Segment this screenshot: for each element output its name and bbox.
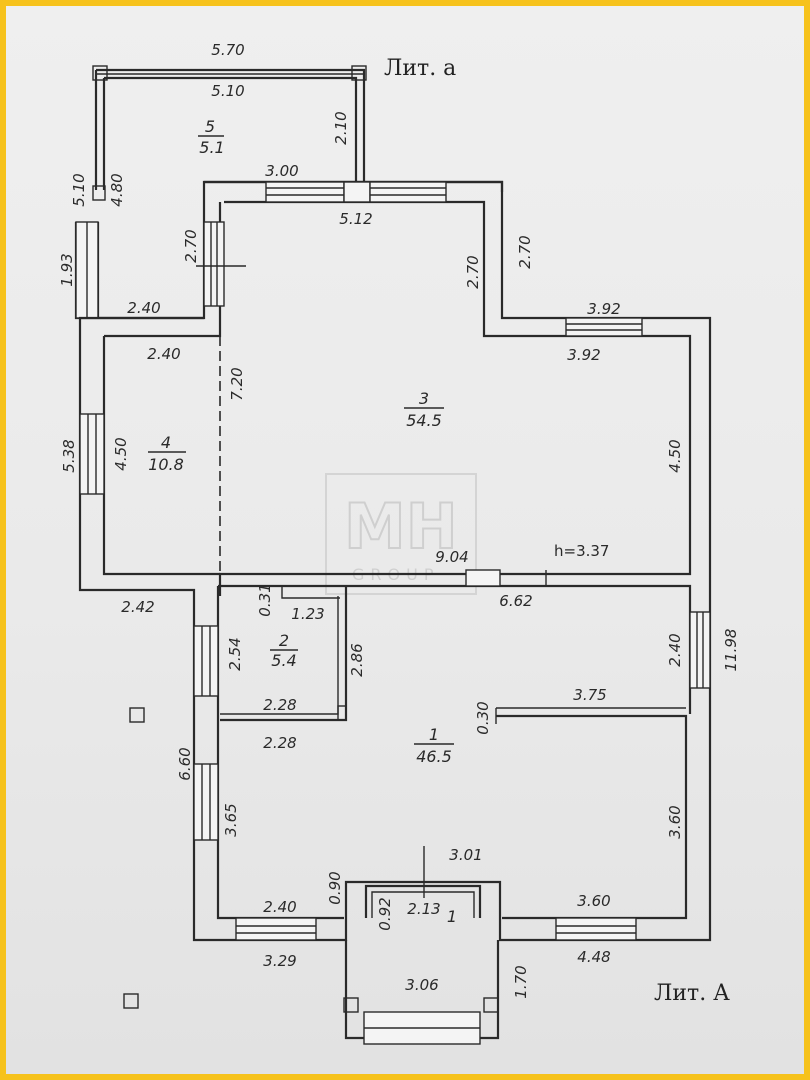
room-number: 1 (429, 725, 439, 744)
room-number: 5 (205, 117, 215, 136)
windows (79, 181, 711, 941)
room-label-4: 4 10.8 (148, 433, 186, 474)
dim: 0.31 (256, 583, 274, 616)
dim: 5.70 (211, 41, 244, 59)
dim: 4.50 (666, 439, 684, 472)
dim: 1.23 (291, 605, 324, 623)
room-label-2: 2 5.4 (270, 631, 298, 670)
dim: 0.30 (474, 701, 492, 734)
dim: 1.93 (58, 253, 76, 286)
site-marker (123, 993, 139, 1009)
dim: 3.29 (263, 952, 296, 970)
room-number: 3 (419, 389, 429, 408)
dim: 2.40 (263, 898, 296, 916)
porch (343, 846, 500, 1045)
dim: 2.13 (407, 900, 440, 918)
dim: 2.70 (516, 235, 534, 268)
dim: 2.86 (348, 643, 366, 676)
site-marker (129, 707, 145, 723)
dim: 3.60 (577, 892, 610, 910)
dim: 9.04 (435, 548, 468, 566)
dim: 2.70 (182, 229, 200, 262)
dim: 2.54 (226, 637, 244, 670)
dim: 3.65 (222, 803, 240, 836)
room-label-5: 5 5.1 (198, 117, 225, 157)
floor-plan-sheet: MH GROUP (6, 6, 804, 1074)
porch-number: 1 (447, 907, 457, 926)
dim: 5.10 (211, 82, 244, 100)
room-area: 5.4 (271, 651, 296, 670)
dim: 3.75 (573, 686, 606, 704)
dim: 1.70 (512, 965, 530, 998)
dim: 2.28 (263, 696, 296, 714)
dim: 3.92 (587, 300, 620, 318)
dim: 3.60 (666, 805, 684, 838)
room-label-3: 3 54.5 (404, 389, 444, 430)
dim: 2.10 (332, 111, 350, 144)
dim: 2.40 (147, 345, 180, 363)
dim: 3.06 (405, 976, 438, 994)
lit-big-label: Лит. А (654, 981, 730, 1006)
ceiling-height: h=3.37 (554, 542, 609, 560)
room-label-1: 1 46.5 (414, 725, 454, 766)
dim: 0.92 (376, 897, 394, 930)
dim: 11.98 (722, 629, 740, 672)
dim: 2.42 (121, 598, 154, 616)
dim: 2.40 (666, 633, 684, 666)
dim: 6.60 (176, 747, 194, 780)
lit-small-label: Лит. а (384, 56, 456, 81)
room-area: 46.5 (416, 747, 452, 766)
watermark: MH GROUP (325, 473, 477, 595)
dim: 2.70 (464, 255, 482, 288)
dim: 5.12 (339, 210, 372, 228)
dim: 0.90 (326, 871, 344, 904)
dim: 3.92 (567, 346, 600, 364)
room-area: 10.8 (148, 455, 184, 474)
dim: 6.62 (499, 592, 532, 610)
floor-plan-drawing: MH GROUP (58, 41, 740, 1045)
dim: 4.48 (577, 948, 610, 966)
watermark-main: MH (344, 490, 458, 563)
dim: 4.50 (112, 437, 130, 470)
dim: 2.40 (127, 299, 160, 317)
dim: 3.00 (265, 162, 298, 180)
dim: 7.20 (228, 367, 246, 400)
dim: 4.80 (108, 173, 126, 206)
room-number: 4 (161, 433, 171, 452)
dim: 2.28 (263, 734, 296, 752)
dim: 3.01 (449, 846, 482, 864)
dim: 5.10 (70, 173, 88, 206)
dim: 5.38 (60, 439, 78, 472)
room-area: 54.5 (406, 411, 442, 430)
room-area: 5.1 (199, 138, 224, 157)
room-number: 2 (279, 631, 289, 650)
dimensions: 5.70 5.10 3.00 5.12 2.40 3.92 3.92 2.40 … (58, 41, 740, 999)
